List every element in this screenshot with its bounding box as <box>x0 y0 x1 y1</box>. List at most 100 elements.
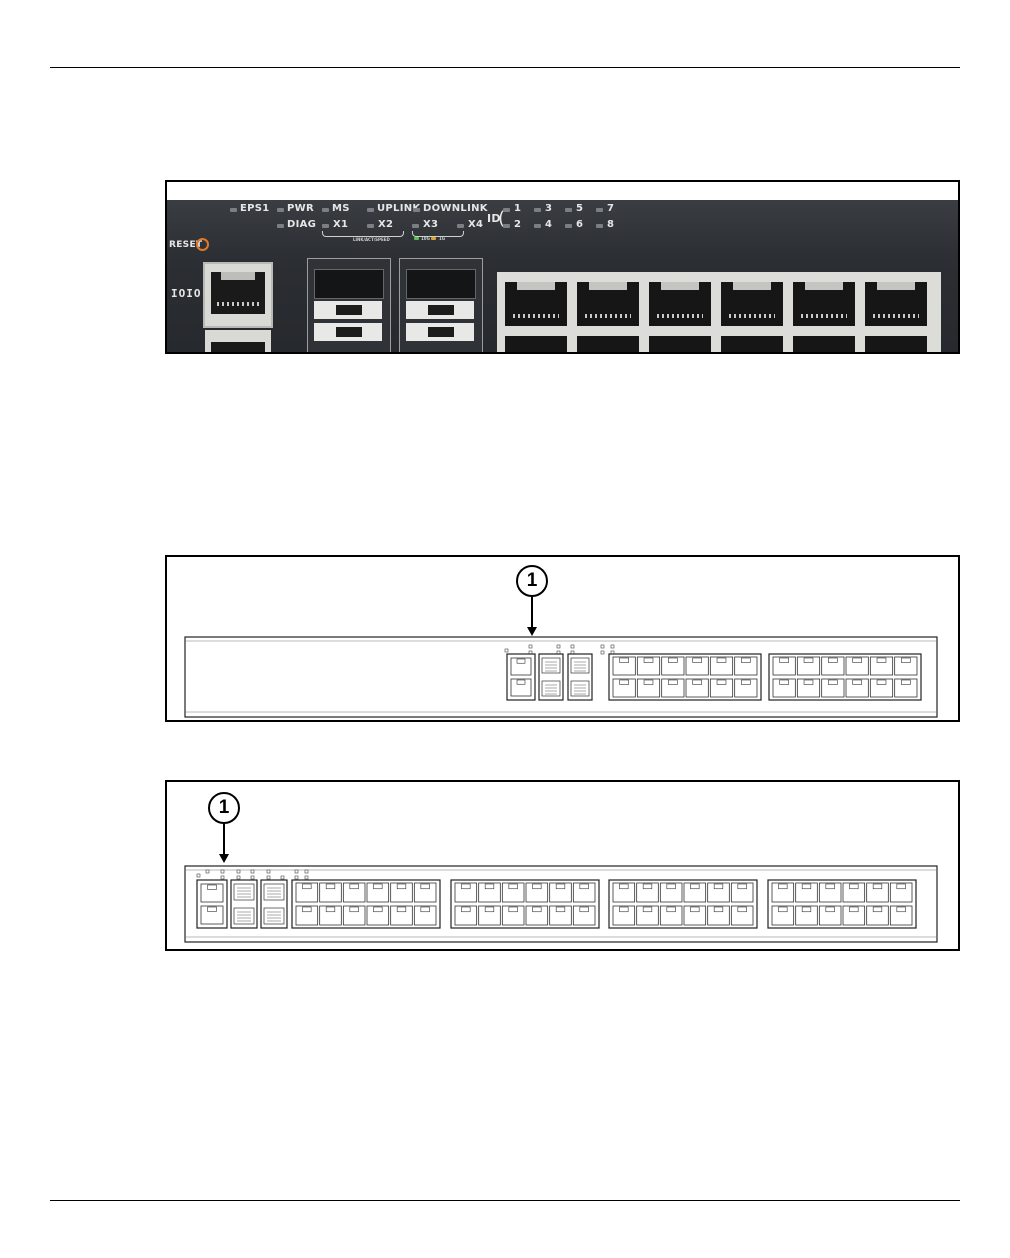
rj45-port-latch <box>421 884 430 889</box>
rj45-port-latch <box>509 884 518 889</box>
rj45-port-latch <box>533 884 542 889</box>
rj45-port-latch <box>780 658 789 663</box>
rj45-port[interactable] <box>577 336 639 352</box>
rj45-port-latch <box>873 907 882 912</box>
rj45-port-latch <box>850 884 859 889</box>
rj45-port[interactable] <box>865 336 927 352</box>
rj45-port[interactable] <box>505 282 567 326</box>
rj45-port-latch <box>644 680 653 685</box>
status-led <box>571 645 574 648</box>
rj45-port[interactable] <box>793 336 855 352</box>
rj45-port-latch <box>485 884 494 889</box>
status-led <box>237 876 240 879</box>
callout-arrow-icon <box>219 854 229 863</box>
led-x3 <box>412 224 419 228</box>
rj45-port-latch <box>667 884 676 889</box>
front-panel-photo-image: EPS1 PWR MS UPLINK DOWNLINK DIAG X1 X2 X… <box>167 200 958 352</box>
sfp-slot <box>234 908 254 924</box>
sfp-cage-x1-x2[interactable] <box>307 258 391 354</box>
led-x2 <box>367 224 374 228</box>
led-id-8 <box>596 224 603 228</box>
rj45-port[interactable] <box>577 282 639 326</box>
status-led <box>221 870 224 873</box>
status-led <box>557 645 560 648</box>
sfp-slot-x1 <box>314 269 384 299</box>
rj45-port-latch <box>580 907 589 912</box>
id-number-3: 3 <box>545 203 552 214</box>
rj45-port-latch <box>643 907 652 912</box>
rj45-port-latch <box>828 658 837 663</box>
rj45-port-latch <box>853 680 862 685</box>
status-led <box>601 651 604 654</box>
status-led <box>237 870 240 873</box>
rj45-port-latch <box>667 907 676 912</box>
label-downlink: DOWNLINK <box>423 203 488 214</box>
led-id-3 <box>534 208 541 212</box>
rj45-port-latch <box>691 907 700 912</box>
rj45-port[interactable] <box>721 282 783 326</box>
rj45-port-latch <box>897 907 906 912</box>
rj45-port-latch <box>374 884 383 889</box>
label-pwr: PWR <box>287 203 314 214</box>
rj45-port[interactable] <box>793 282 855 326</box>
led-downlink <box>413 208 420 212</box>
led-eps1 <box>230 208 237 212</box>
rj45-port-latch <box>374 907 383 912</box>
console-port[interactable] <box>203 262 273 328</box>
rj45-port-latch <box>826 907 835 912</box>
callout-arrow-icon <box>527 627 537 636</box>
rj45-port-latch <box>693 658 702 663</box>
rj45-port-latch <box>326 907 335 912</box>
rj45-port[interactable] <box>649 336 711 352</box>
sfp-slot <box>234 884 254 900</box>
status-led <box>295 870 298 873</box>
status-led <box>505 649 508 652</box>
rj45-port[interactable] <box>649 282 711 326</box>
rj45-port[interactable] <box>865 282 927 326</box>
label-x4: X4 <box>468 219 483 230</box>
rj45-port-latch <box>517 680 525 684</box>
label-x2: X2 <box>378 219 393 230</box>
rj45-port-latch <box>901 680 910 685</box>
sfp-cage-x3-x4[interactable] <box>399 258 483 354</box>
rj45-port-latch <box>517 659 525 663</box>
rj45-port-latch <box>693 680 702 685</box>
label-eps1: EPS1 <box>240 203 270 214</box>
status-led <box>305 870 308 873</box>
rj45-port-latch <box>717 680 726 685</box>
status-led <box>305 876 308 879</box>
status-led <box>251 876 254 879</box>
rj45-port-latch <box>556 884 565 889</box>
sfp-slot <box>264 884 284 900</box>
label-ms: MS <box>332 203 350 214</box>
rj45-port-latch <box>779 884 788 889</box>
sfp-latch-x1 <box>314 301 382 319</box>
status-led <box>267 876 270 879</box>
rj45-port[interactable] <box>505 336 567 352</box>
rj45-port[interactable] <box>721 336 783 352</box>
rj45-port-latch <box>580 884 589 889</box>
id-number-5: 5 <box>576 203 583 214</box>
callout-badge: 1 <box>208 792 240 824</box>
speed-bracket <box>412 231 464 237</box>
sfp-latch-x4 <box>406 323 474 341</box>
rj45-port-latch <box>826 884 835 889</box>
rj45-port-latch <box>873 884 882 889</box>
reset-button[interactable] <box>196 238 209 251</box>
rj45-port-latch <box>741 680 750 685</box>
rj45-port-latch <box>462 907 471 912</box>
rj45-port-latch <box>828 680 837 685</box>
rj45-port-latch <box>644 658 653 663</box>
rj45-port-latch <box>901 658 910 663</box>
status-led <box>267 870 270 873</box>
rj45-port-latch <box>691 884 700 889</box>
rj45-port-latch <box>643 884 652 889</box>
rj45-port-latch <box>208 907 217 912</box>
label-link-act-speed: LINK/ACT/SPEED <box>353 237 390 242</box>
switch-diagram-24-port: 1 <box>165 555 960 722</box>
label-1g: 1G <box>439 236 445 241</box>
label-x3: X3 <box>423 219 438 230</box>
status-led <box>251 870 254 873</box>
console-port-label: IOIO <box>171 287 202 300</box>
rj45-port-latch <box>877 658 886 663</box>
